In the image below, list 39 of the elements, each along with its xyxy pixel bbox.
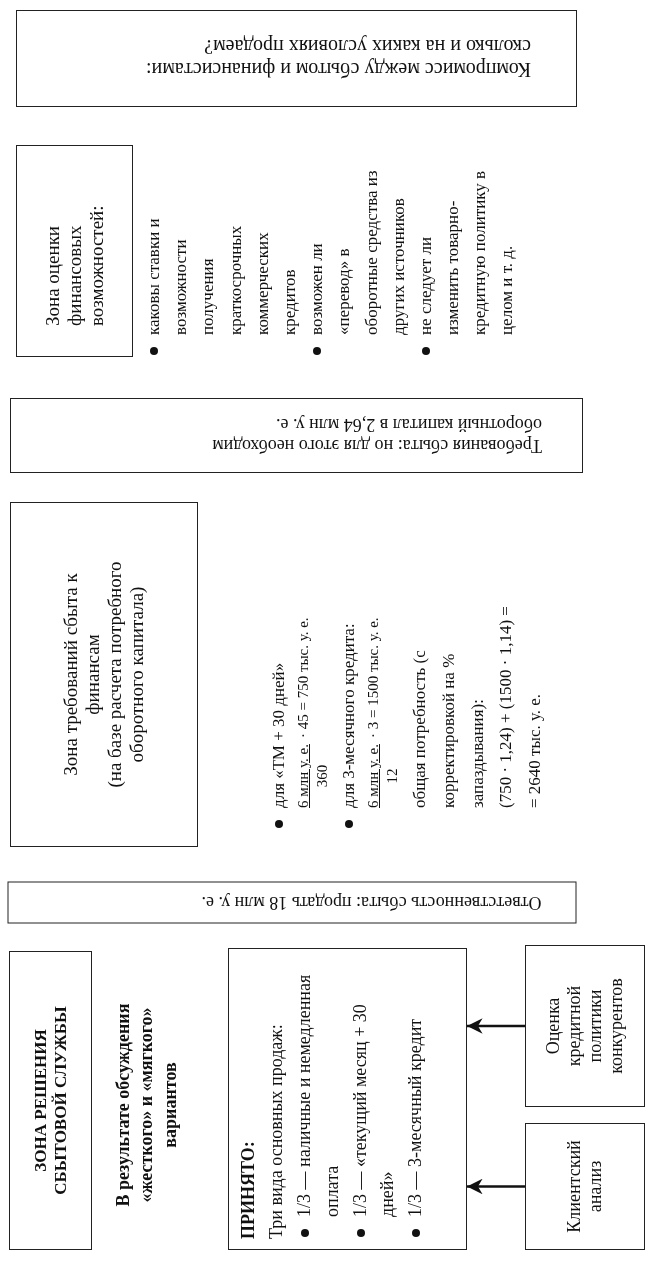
- box-text: Зона требований сбыта к финансам: [60, 572, 104, 778]
- box-text: (на базе расчета потребного оборотного капитала): [104, 560, 148, 790]
- box-text: 1/3 — наличные и немедленная оплата: [292, 973, 343, 1217]
- statement-box: [10, 398, 583, 473]
- formula-text: 360: [312, 764, 331, 788]
- heading-box: [9, 951, 92, 1250]
- box-text: Компромисс между сбытом и финансистами: сколько и на каких условиях продаем?: [145, 35, 531, 82]
- zone-box: [10, 502, 198, 847]
- text-label: = 2640 тыс. у. е.: [524, 693, 546, 810]
- formula-text: · 45 = 750 тыс. у. е.: [293, 617, 312, 739]
- arrow: [467, 1178, 525, 1195]
- text-label: не следует ли изменить товарно-кредитную политику в целом и т. д.: [414, 170, 518, 335]
- formula-text: 6 млн у. е.: [364, 744, 383, 808]
- box-text: Три вида основных продаж:: [264, 1023, 287, 1239]
- formula-text: · 3 = 1500 тыс. у. е.: [364, 617, 383, 739]
- process-box: [525, 945, 645, 1107]
- box-text: Оценка кредитной политики конкурентов: [543, 977, 627, 1076]
- box-text: 1/3 — 3-месячный кредит: [404, 1018, 427, 1217]
- box-text: ЗОНА РЕШЕНИЯ СБЫТОВОЙ СЛУЖБЫ: [30, 1005, 71, 1197]
- text-label: для «ТМ + 30 дней»: [268, 662, 289, 808]
- text-label: каковы ставки и возможности получения краткосрочных коммерческих кредитов: [143, 217, 300, 335]
- statement-box: [16, 10, 577, 107]
- statement-box: [7, 882, 576, 924]
- note-text: В результате обсуждения «жесткого» и «мягкого» вариантов: [112, 1002, 181, 1209]
- zone-box: [16, 145, 133, 357]
- box-text: Требования сбыта: но для этого необходим оборотный капитал в 2,64 млн у. е.: [211, 414, 542, 457]
- text-label: (750 · 1,24) + (1500 · 1,14) =: [495, 606, 517, 810]
- box-text: Ответственность сбыта: продать 18 млн у. е.: [200, 892, 541, 914]
- formula-text: 12: [383, 768, 402, 784]
- arrow: [467, 1018, 525, 1034]
- heading-text: ПРИНЯТО:: [237, 1140, 259, 1239]
- formula-text: 6 млн у. е.: [293, 744, 312, 808]
- box-text: Зона оценки финансовых возможностей:: [41, 204, 108, 326]
- decision-box: [228, 948, 467, 1250]
- text-label: для 3-месячного кредита:: [338, 623, 360, 808]
- box-text: 1/3 — «текущий месяц + 30 дней»: [348, 1003, 399, 1217]
- process-box: [525, 1123, 645, 1250]
- text-label: общая потребность (с корректировкой на % запаздывания):: [408, 649, 488, 810]
- box-text: Клиентский анализ: [564, 1139, 606, 1235]
